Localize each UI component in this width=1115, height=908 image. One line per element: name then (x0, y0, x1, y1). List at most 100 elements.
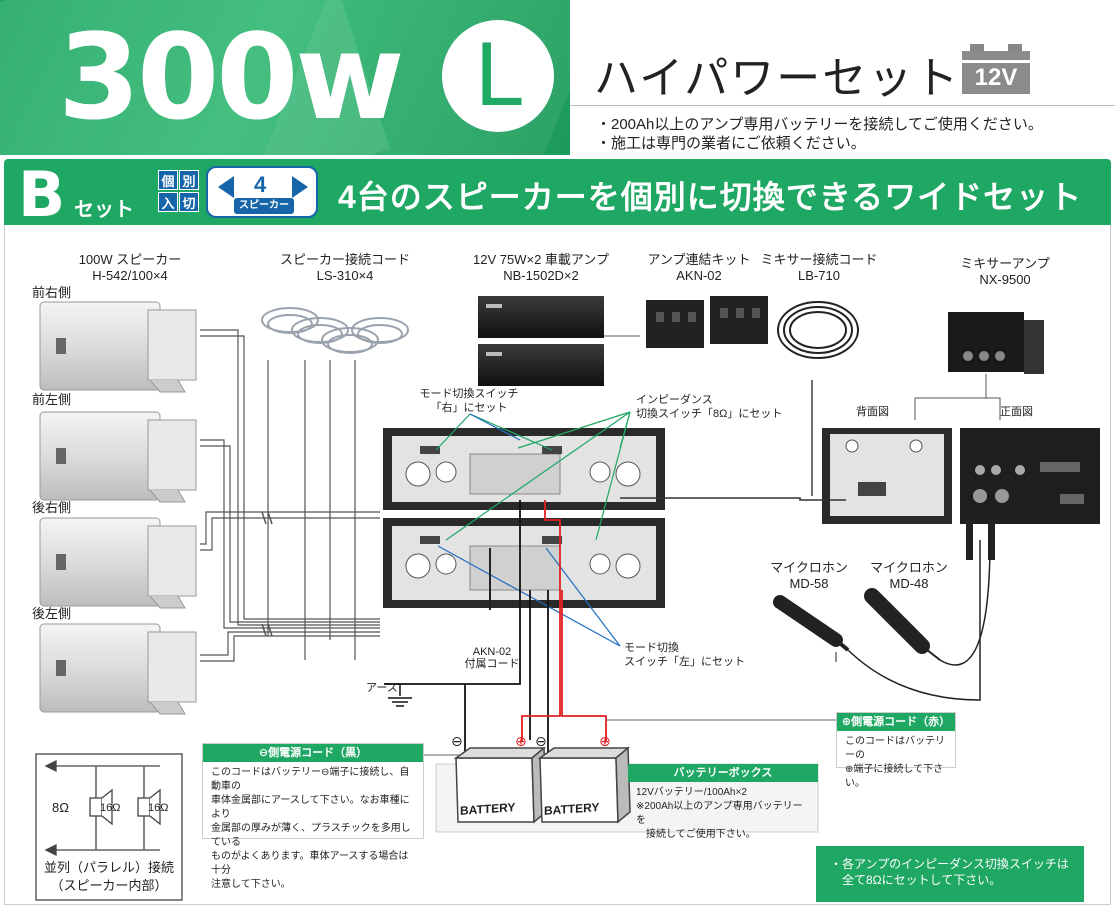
speaker-unit-ohm: 16Ω (100, 802, 121, 814)
positive-cord-title: ⊕側電源コード（赤） (837, 713, 955, 731)
speaker-name: 100W スピーカー (78, 252, 182, 267)
impedance-label-1: インピーダンス (636, 394, 713, 406)
mixer-signal-cable (620, 497, 846, 501)
plus-sign: ⊕ (515, 733, 527, 749)
four-speaker-badge: 4 スピーカー (206, 166, 318, 218)
mode-switch-right-label-2: 「右」にセット (430, 402, 508, 414)
amp-panel-lower (383, 518, 665, 608)
akn02-cord-label-2: 付属コード (464, 658, 520, 670)
mixer-cord-name: ミキサー接続コード (760, 252, 878, 267)
badge-char: 個 (158, 170, 178, 190)
position-label: 前左側 (32, 392, 72, 407)
impedance-label-2: 切換スイッチ「8Ω」にセット (636, 408, 783, 420)
mic1-name: マイクロホン (770, 560, 848, 575)
link-kit-photo (646, 296, 768, 348)
speaker-wires (200, 329, 380, 662)
battery-box-body: 12Vバッテリー/100Ah×2 ※200Ah以上のアンプ専用バッテリーを 接続… (636, 787, 803, 840)
mixer-amp-name: ミキサーアンプ (960, 256, 1050, 271)
size-letter-badge: L (442, 20, 554, 132)
mixer-cord-coil (777, 301, 859, 359)
wire-break-marks (261, 511, 273, 637)
header-note: ・200Ah以上のアンプ専用バッテリーを接続してご使用ください。 (596, 116, 1043, 133)
minus-sign: ⊖ (451, 733, 463, 749)
mixer-rear-panel (822, 428, 952, 524)
speaker-unit-ohm: 16Ω (148, 802, 169, 814)
badge-char: 別 (179, 170, 199, 190)
negative-cord-note: ⊖側電源コード（黒） このコードはバッテリー⊖端子に接続し、自動車の 車体金属部… (202, 743, 424, 890)
rear-view-label: 背面図 (856, 406, 889, 418)
mode-switch-right-label-1: モード切換スイッチ (419, 388, 519, 400)
speaker-front-left (39, 411, 197, 503)
parallel-caption-1: 並列（パラレル）接続 (43, 860, 174, 875)
mixer-view-lines (914, 374, 1001, 420)
header-notes: ・200Ah以上のアンプ専用バッテリーを接続してご使用ください。 ・施工は専門の… (596, 115, 1043, 153)
wattage-heading: 300w (58, 8, 404, 146)
speaker-count: 4 (254, 172, 267, 197)
mic1-model: MD-58 (789, 576, 829, 591)
parallel-schematic (35, 753, 183, 901)
mixer-amp-model: NX-9500 (979, 272, 1031, 287)
amp-name: 12V 75W×2 車載アンプ (473, 252, 609, 267)
amp-stack-photo (478, 296, 604, 386)
speaker-front-right (39, 301, 197, 393)
battery-box-note: バッテリーボックス 12Vバッテリー/100Ah×2 ※200Ah以上のアンプ専… (628, 764, 818, 840)
voltage-badge-label: 12V (974, 64, 1018, 91)
position-label: 後右側 (32, 500, 72, 515)
diagram-frame (4, 225, 1111, 905)
speaker-rear-left (39, 623, 197, 715)
amp-panel-upper (383, 428, 665, 510)
mixer-cord-model: LB-710 (798, 268, 840, 283)
page-title: ハイパワーセット (594, 53, 961, 104)
mic2-name: マイクロホン (870, 560, 948, 575)
mic-cable-2 (939, 539, 991, 666)
negative-cord-body: このコードはバッテリー⊖端子に接続し、自動車の 車体金属部にアースして下さい。な… (211, 767, 411, 890)
amp-model: NB-1502D×2 (503, 268, 579, 283)
badge-char: 入 (158, 192, 178, 212)
parallel-caption-2: （スピーカー内部） (50, 878, 168, 893)
speaker-model: H-542/100×4 (92, 268, 168, 283)
positive-cord-body: このコードはバッテリーの ⊕端子に接続して下さい。 (845, 736, 945, 789)
annotation-lines (435, 411, 631, 647)
earth-label: アース (366, 682, 398, 694)
set-letter: B (18, 158, 66, 231)
mode-switch-left-label-1: モード切換 (624, 642, 679, 654)
mic-md48 (864, 588, 941, 661)
mode-switch-left-label-2: スイッチ「左」にセット (624, 656, 745, 668)
akn02-cord-label-1: AKN-02 (472, 646, 512, 658)
set-title: 4台のスピーカーを個別に切換できるワイドセット (338, 179, 1083, 215)
position-label: 後左側 (32, 606, 72, 621)
minus-sign: ⊖ (535, 733, 547, 749)
negative-power-wires (384, 500, 549, 760)
mic-md58 (773, 595, 850, 662)
individual-switch-badge: 個 別 入 切 (158, 170, 200, 214)
battery-left (453, 746, 547, 824)
battery-box-title: バッテリーボックス (628, 764, 818, 782)
battery-12v-icon: 12V (962, 44, 1030, 94)
speaker-rear-right (39, 517, 197, 609)
mic-cable-1 (847, 540, 981, 701)
link-kit-model: AKN-02 (676, 268, 722, 283)
battery-right (537, 746, 631, 824)
position-label: 前右側 (32, 285, 72, 300)
speaker-cord-coils (261, 307, 409, 354)
header-note: ・施工は専門の業者にご依頼ください。 (596, 135, 866, 152)
mixer-amp-photo (948, 312, 1044, 374)
positive-power-wires (521, 500, 607, 742)
link-kit-name: アンプ連結キット (647, 252, 751, 267)
front-view-label: 正面図 (1000, 406, 1033, 418)
parallel-ohm: 8Ω (52, 800, 69, 815)
impedance-footnote: ・各アンプのインピーダンス切換スイッチは 全て8Ωにセットして下さい。 (816, 846, 1084, 902)
negative-cord-title: ⊖側電源コード（黒） (203, 744, 423, 762)
speaker-badge-label: スピーカー (234, 198, 294, 214)
mic2-model: MD-48 (889, 576, 929, 591)
mixer-front-panel (960, 428, 1100, 524)
badge-char: 切 (179, 192, 199, 212)
set-word: セット (74, 199, 134, 221)
cord-name: スピーカー接続コード (280, 252, 411, 267)
cord-model: LS-310×4 (316, 268, 374, 283)
earth-symbol (386, 683, 412, 707)
positive-cord-note: ⊕側電源コード（赤） このコードはバッテリーの ⊕端子に接続して下さい。 (836, 712, 956, 789)
header-divider (570, 105, 1115, 106)
plus-sign: ⊕ (599, 733, 611, 749)
